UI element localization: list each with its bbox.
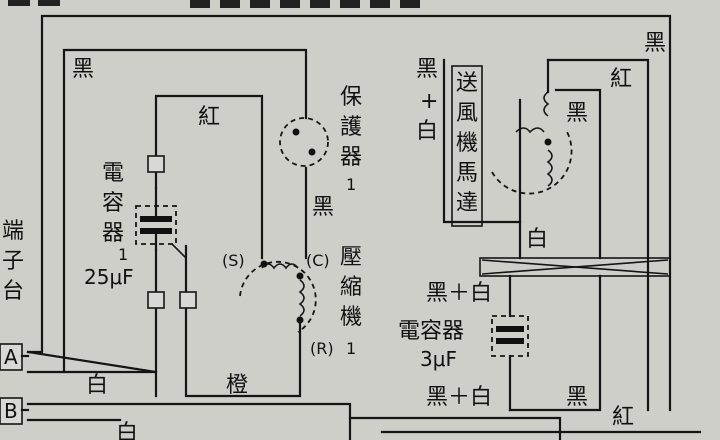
protector-label: 保 護 器 1 [340, 85, 362, 194]
wire-label-line: 黑 [416, 57, 438, 82]
compressor-symbol [239, 260, 317, 333]
fan-motor-name-char: 機 [456, 131, 478, 156]
wire-label: 紅 [610, 67, 632, 92]
run-capacitor-value: 25μF [84, 265, 134, 289]
compressor-index: 1 [346, 339, 356, 358]
compressor-terminal-s: (S) [222, 251, 245, 270]
terminal-label-line: 子 [2, 249, 24, 274]
terminal-label-line: 台 [2, 279, 24, 304]
compressor-terminal-r: (R) [310, 339, 334, 358]
fan-motor-symbol [491, 91, 573, 195]
protector-symbol [279, 117, 329, 167]
fan-motor-label: 送 風 機 馬 達 [451, 65, 483, 227]
wire-label: 白 [86, 373, 108, 398]
fan-motor-name-char: 馬 [456, 161, 478, 186]
protector-index: 1 [346, 175, 356, 194]
wire-label: 黑 [72, 57, 94, 82]
wire-label: 黑 [566, 385, 588, 410]
run-capacitor-symbol [135, 155, 197, 309]
run-capacitor-name-char: 器 [102, 221, 124, 246]
wire-label: 白 [116, 421, 138, 440]
wire-label: 白 [526, 227, 548, 252]
protector-name-char: 護 [340, 115, 362, 140]
protector-name-char: 保 [340, 85, 362, 110]
fan-capacitor-label: 電容器 3μF [398, 319, 464, 371]
wire-label: 黑＋白 [426, 385, 492, 410]
run-capacitor-name-char: 容 [102, 191, 124, 216]
terminal-label-line: 端 [2, 219, 24, 244]
wire-label: 黑 [644, 31, 666, 56]
wire-label-line: + [420, 89, 438, 114]
fan-motor-name-char: 送 [456, 71, 478, 96]
compressor-name-char: 壓 [340, 245, 362, 270]
wire-label: 紅 [612, 405, 634, 430]
fan-wire-label: 黑 + 白 [416, 57, 438, 144]
run-capacitor-label: 電 容 器 1 25μF [84, 161, 134, 289]
run-capacitor-index: 1 [118, 245, 128, 264]
fan-capacitor-value: 3μF [420, 347, 457, 371]
terminal-b: B [4, 399, 18, 423]
fan-motor-name-char: 風 [456, 101, 478, 126]
fan-capacitor-name: 電容器 [398, 319, 464, 344]
wire-label: 黑 [312, 195, 334, 220]
compressor-terminal-c: (C) [306, 251, 330, 270]
terminal-a: A [4, 345, 18, 369]
fan-capacitor-symbol [491, 315, 529, 357]
fan-motor-name-char: 達 [456, 191, 478, 216]
wire-label: 黑＋白 [426, 281, 492, 306]
wire-label: 紅 [198, 105, 220, 130]
terminal-label: 端 子 台 [2, 219, 24, 304]
wire-label: 黑 [566, 101, 588, 126]
terminal-block [0, 343, 30, 425]
run-capacitor-name-char: 電 [102, 161, 124, 186]
wire-label: 橙 [226, 373, 248, 398]
compressor-name-char: 機 [340, 305, 362, 330]
protector-name-char: 器 [340, 145, 362, 170]
wire-label-line: 白 [416, 119, 438, 144]
compressor-name-char: 縮 [340, 275, 362, 300]
compressor-label: 壓 縮 機 1 (S) (C) (R) [222, 245, 362, 358]
header-marks [8, 0, 420, 8]
wires [26, 14, 702, 440]
